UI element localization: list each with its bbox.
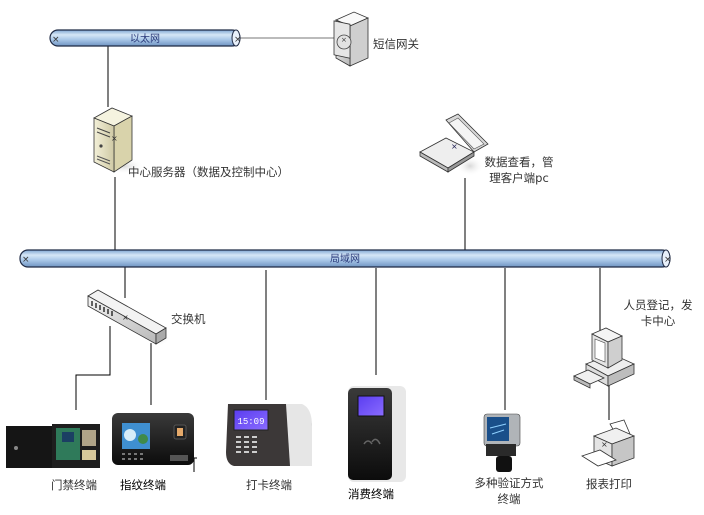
central-server-label: 中心服务器（数据及控制中心） bbox=[128, 165, 289, 179]
lan-bus-x-right: × bbox=[664, 255, 672, 265]
ethernet-bus-x-right: × bbox=[234, 35, 242, 45]
multi-auth-terminal-label-line1: 多种验证方式 bbox=[474, 476, 544, 490]
attendance-terminal-label: 打卡终端 bbox=[246, 478, 292, 492]
ethernet-bus-x-left: × bbox=[52, 35, 60, 45]
switch-icon: × bbox=[87, 289, 170, 346]
multi-auth-terminal-label: 多种验证方式 终端 bbox=[466, 475, 552, 507]
svg-text:×: × bbox=[451, 142, 458, 151]
time-clock-screen-time: 15:09 bbox=[237, 417, 264, 427]
multi-auth-terminal-label-line2: 终端 bbox=[497, 492, 521, 506]
access-controller-icon bbox=[6, 424, 100, 468]
pos-card-reader-icon bbox=[348, 386, 406, 482]
client-pc-label-line1: 数据查看，管 bbox=[484, 155, 554, 169]
line-switch-to-access bbox=[75, 326, 111, 410]
lan-bus-x-left: × bbox=[22, 255, 30, 265]
laptop-icon: × bbox=[419, 113, 489, 176]
consumption-terminal-label: 消费终端 bbox=[348, 487, 394, 501]
lan-bus-label: 局域网 bbox=[330, 252, 360, 265]
multi-auth-terminal-icon bbox=[483, 413, 521, 472]
line-fingerprint-tail bbox=[193, 457, 197, 472]
ethernet-bus-label: 以太网 bbox=[130, 32, 160, 45]
printer-icon: × bbox=[581, 419, 636, 467]
svg-text:×: × bbox=[601, 440, 608, 449]
svg-text:×: × bbox=[111, 134, 118, 143]
fingerprint-terminal-icon bbox=[112, 413, 194, 465]
server-icon: × bbox=[93, 107, 144, 174]
sms-gateway-icon: × bbox=[333, 11, 369, 67]
report-print-label: 报表打印 bbox=[586, 477, 632, 491]
client-pc-label: 数据查看，管 理客户端pc bbox=[476, 154, 562, 186]
registration-center-label: 人员登记，发 卡中心 bbox=[616, 297, 700, 329]
desktop-pc-icon bbox=[573, 327, 638, 389]
lan-bus: × × 局域网 bbox=[19, 249, 672, 268]
svg-text:×: × bbox=[341, 36, 347, 44]
time-clock-icon: 15:09 bbox=[226, 404, 312, 466]
sms-gateway-label: 短信网关 bbox=[373, 37, 419, 51]
access-control-label: 门禁终端 bbox=[51, 478, 97, 492]
ethernet-bus: × × 以太网 bbox=[49, 29, 242, 47]
svg-text:×: × bbox=[122, 313, 129, 322]
registration-center-label-line1: 人员登记，发 bbox=[623, 298, 693, 312]
registration-center-label-line2: 卡中心 bbox=[640, 314, 676, 328]
switch-label: 交换机 bbox=[171, 312, 206, 326]
fingerprint-terminal-label: 指纹终端 bbox=[120, 478, 166, 492]
client-pc-label-line2: 理客户端pc bbox=[489, 171, 549, 185]
